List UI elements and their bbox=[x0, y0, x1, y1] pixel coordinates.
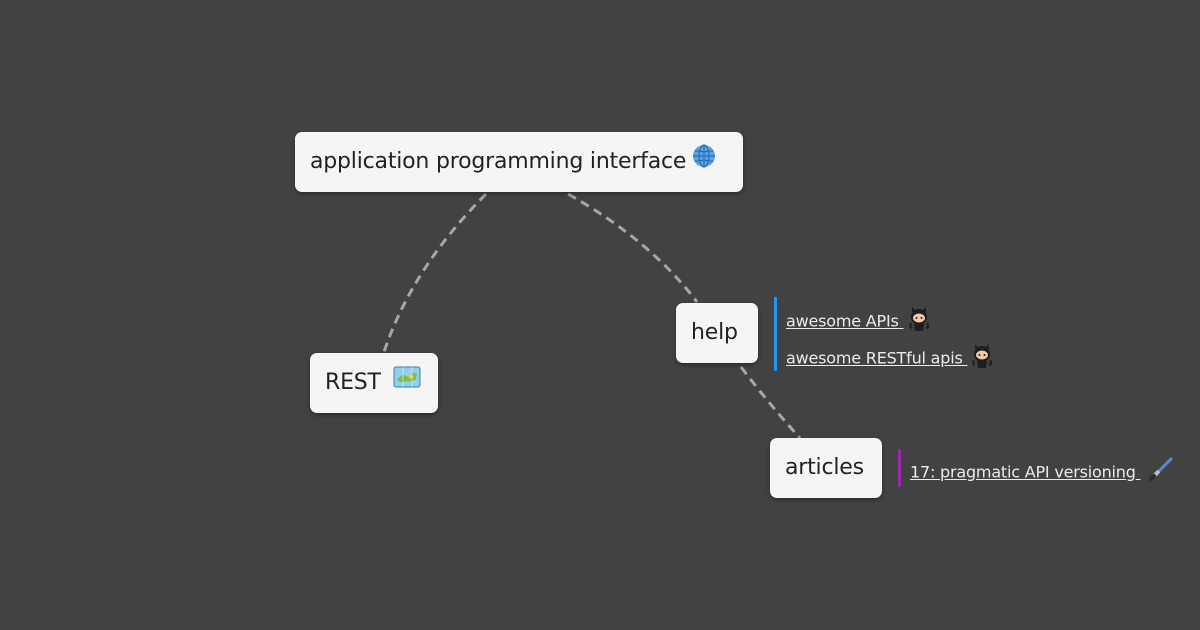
link-pragmatic-api-versioning[interactable]: 17: pragmatic API versioning bbox=[910, 457, 1200, 482]
help-links-accent bbox=[774, 297, 777, 371]
articles-node[interactable]: articles bbox=[770, 438, 882, 498]
help-links: awesome APIs awesome RESTful apis bbox=[774, 297, 1026, 371]
globe-icon bbox=[692, 132, 716, 192]
edge-root-rest bbox=[382, 192, 488, 353]
article-links-accent bbox=[898, 449, 901, 487]
rest-node[interactable]: REST bbox=[310, 353, 438, 413]
github-octocat-icon bbox=[906, 306, 932, 338]
link-awesome-apis[interactable]: awesome APIs bbox=[786, 306, 1026, 331]
edge-help-articles bbox=[739, 366, 802, 440]
map-icon bbox=[393, 353, 421, 413]
brush-icon bbox=[1147, 457, 1173, 489]
help-node[interactable]: help bbox=[676, 303, 758, 363]
root-node[interactable]: application programming interface bbox=[295, 132, 743, 192]
articles-node-label: articles bbox=[785, 455, 864, 480]
root-node-label: application programming interface bbox=[310, 149, 687, 174]
link-awesome-restful-apis-text: awesome RESTful apis bbox=[786, 348, 963, 368]
rest-node-label: REST bbox=[325, 370, 381, 395]
link-awesome-apis-text: awesome APIs bbox=[786, 311, 899, 331]
edge-root-help bbox=[567, 192, 699, 303]
link-pragmatic-api-versioning-text: 17: pragmatic API versioning bbox=[910, 462, 1136, 482]
github-octocat-icon bbox=[969, 343, 995, 375]
article-links: 17: pragmatic API versioning bbox=[898, 449, 1200, 487]
help-node-label: help bbox=[691, 320, 738, 345]
link-awesome-restful-apis[interactable]: awesome RESTful apis bbox=[786, 343, 1026, 368]
